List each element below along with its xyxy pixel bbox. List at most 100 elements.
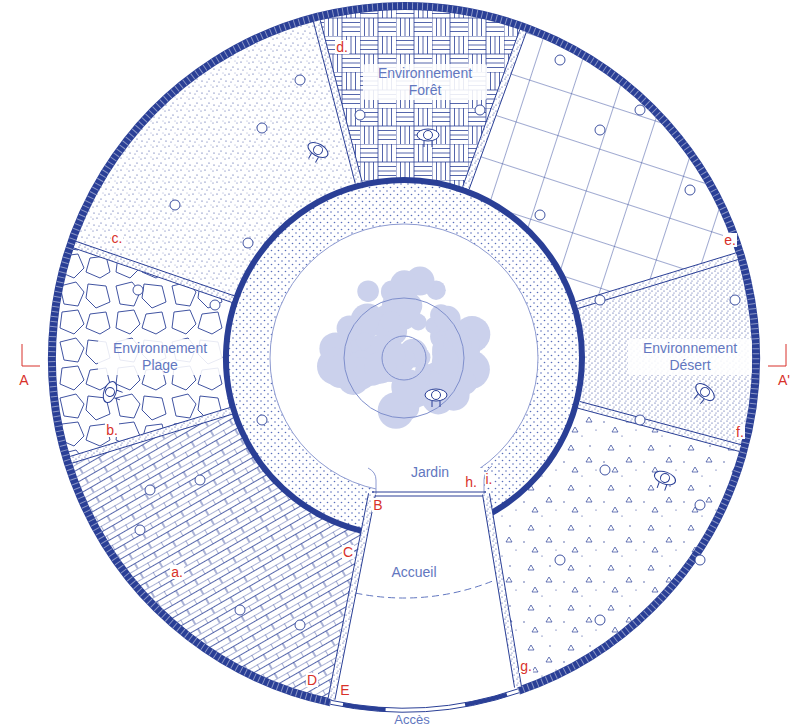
wall-fill (328, 493, 375, 699)
person-legs (424, 141, 432, 147)
person-shoulders (417, 129, 439, 141)
column-symbol (635, 105, 645, 115)
person-symbol (651, 469, 678, 493)
column-symbol (555, 55, 565, 65)
garden-ground (226, 180, 582, 536)
column-symbol (535, 210, 545, 220)
section-marker: A (18, 373, 29, 387)
column-symbol (295, 75, 305, 85)
room-name: Environnement Désert (631, 340, 749, 374)
lawn-edge (368, 468, 376, 494)
point-letter: B (372, 498, 383, 512)
wall-fill (328, 493, 375, 699)
person-head (104, 386, 116, 398)
point-letter: a. (170, 565, 184, 579)
person-head (312, 144, 324, 156)
wall-fill (483, 493, 522, 687)
wall-line (328, 493, 369, 698)
column-symbol (257, 123, 267, 133)
outer-wall (52, 6, 756, 702)
person-shoulders (653, 469, 678, 488)
wall-texture (52, 6, 756, 702)
wall-line (576, 253, 736, 302)
person-head (432, 391, 441, 400)
column-symbol (475, 105, 485, 115)
wall-line (74, 248, 232, 302)
column-symbol (355, 110, 365, 120)
inner-wall (226, 180, 582, 532)
column-symbol (257, 415, 267, 425)
person-head (424, 131, 433, 140)
reception-area: Accueil (388, 563, 439, 582)
tree-leaves (432, 348, 459, 375)
column-symbol (243, 238, 253, 248)
wall-fill (314, 20, 363, 183)
person-shoulders (101, 380, 120, 405)
wall-fill (576, 253, 738, 309)
wall-line (76, 241, 234, 295)
wall-line (72, 414, 232, 463)
tree-leaves (324, 355, 357, 388)
point-letter: g. (519, 659, 533, 673)
door-leaf (343, 705, 386, 710)
door-line (372, 492, 486, 493)
wall-line (489, 493, 521, 686)
environment-room: Environnement Forêt (363, 64, 487, 100)
column-symbol (133, 285, 143, 295)
person-symbol (101, 380, 125, 407)
ring-line (344, 298, 464, 418)
access-label: Accès (393, 713, 430, 726)
wall-fill (70, 408, 232, 464)
section-mark (22, 344, 40, 366)
room-name: Jardin (411, 464, 449, 481)
person-shoulders (425, 389, 447, 401)
wall-line (578, 408, 739, 451)
column-symbol (170, 200, 180, 210)
wall-fill (463, 30, 527, 189)
person-symbol (302, 139, 330, 166)
wall-fill (463, 30, 527, 189)
environment-room: Environnement Plage (98, 339, 222, 375)
person-symbol (689, 380, 717, 408)
person-symbol (425, 389, 447, 407)
wall-line (578, 260, 738, 309)
wall-fill (70, 408, 232, 464)
column-symbol (595, 125, 605, 135)
tree-leaves (381, 311, 402, 332)
column-symbol (595, 615, 605, 625)
person-legs (657, 482, 667, 490)
point-letter: h. (464, 475, 478, 489)
wall-line (335, 495, 376, 700)
wall-line (469, 32, 526, 189)
wall-fill (578, 402, 741, 452)
wall-line (320, 20, 362, 182)
ring-line (382, 336, 426, 380)
person-symbol (417, 129, 439, 147)
point-letter: b. (105, 423, 119, 437)
wall-fill (483, 493, 522, 687)
person-shoulders (693, 380, 718, 403)
column-symbol (635, 415, 645, 425)
wall-line (580, 401, 741, 444)
column-symbol (235, 605, 245, 615)
room-name: Accueil (391, 564, 436, 581)
wall-fill (74, 241, 234, 302)
column-symbol (145, 485, 155, 495)
column-symbol (600, 465, 610, 475)
point-letter: f. (735, 425, 745, 439)
wall-line (313, 22, 355, 184)
person-legs (694, 394, 704, 404)
person-legs (114, 390, 122, 400)
room-floor (490, 404, 745, 691)
point-letter: i. (485, 472, 494, 486)
point-letter: E (339, 683, 350, 697)
column-symbol (595, 295, 605, 305)
column-symbol (685, 185, 695, 195)
column-symbol (295, 620, 305, 630)
garden-lawn (270, 224, 538, 492)
column-symbol (695, 555, 705, 565)
wall-fill (74, 241, 234, 302)
wall-fill (576, 253, 738, 309)
